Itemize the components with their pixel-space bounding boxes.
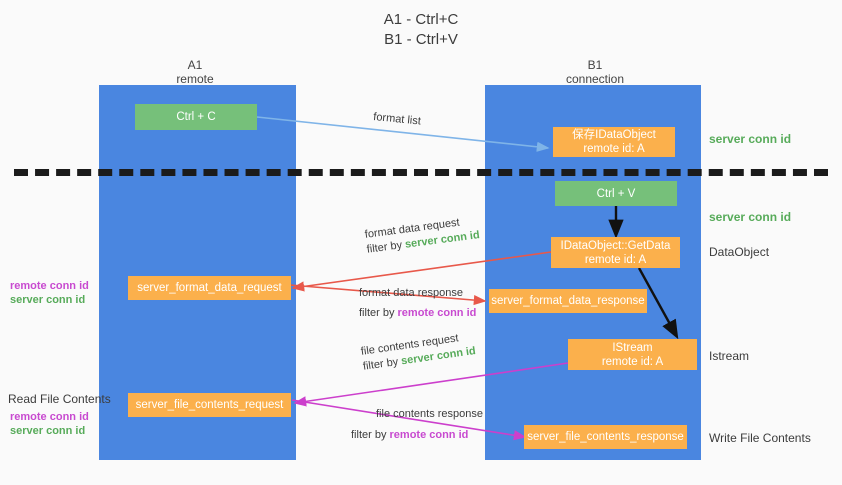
arrow-label-format-list: format list — [373, 110, 422, 130]
box-server-file-contents-response-label: server_file_contents_response — [527, 431, 684, 443]
filter-by-prefix-1: filter by — [366, 238, 406, 256]
box-getdata[interactable]: IDataObject::GetData remote id: A — [551, 237, 680, 268]
filter-key-remote-conn-id-2: remote conn id — [389, 429, 469, 441]
box-istream-line1: IStream — [612, 341, 653, 354]
lane-header-b1: B1 connection — [545, 58, 645, 86]
box-ctrl-c-label: Ctrl + C — [176, 111, 216, 123]
label-server-conn-id-top: server conn id — [709, 132, 792, 146]
lane-a1-name: A1 — [187, 58, 203, 72]
legend-conn-ids-upper: remote conn id server conn id — [10, 279, 89, 307]
arrow-label-format-data-response-line1: format data response — [359, 287, 463, 299]
arrow-label-file-contents-response: file contents response filter by remote … — [351, 407, 484, 443]
page-title: A1 - Ctrl+C B1 - Ctrl+V — [0, 10, 842, 50]
box-server-file-contents-request[interactable]: server_file_contents_request — [128, 393, 291, 417]
lane-header-a1: A1 remote — [145, 58, 245, 86]
box-ctrl-v-label: Ctrl + V — [596, 187, 636, 200]
filter-key-remote-conn-id-1: remote conn id — [397, 307, 477, 319]
box-server-format-data-response-label: server_format_data_response — [491, 295, 645, 307]
arrow-label-file-contents-response-line1: file contents response — [376, 408, 484, 420]
box-server-format-data-request-label: server_format_data_request — [137, 282, 282, 294]
label-server-conn-id-second: server conn id — [709, 210, 792, 224]
label-write-file-contents: Write File Contents — [709, 431, 811, 445]
lane-b1-name: B1 — [587, 58, 603, 72]
lane-a1-sub: remote — [176, 72, 214, 86]
lane-b1-sub: connection — [565, 72, 625, 86]
box-ctrl-c[interactable]: Ctrl + C — [135, 104, 257, 130]
box-save-idataobject[interactable]: 保存IDataObject remote id: A — [553, 127, 675, 157]
dashed-divider — [14, 169, 828, 176]
box-ctrl-v[interactable]: Ctrl + V — [555, 181, 677, 206]
legend-remote-conn-id-lower: remote conn id — [10, 411, 89, 423]
box-save-idataobject-line1: 保存IDataObject — [572, 129, 656, 141]
box-getdata-line2: remote id: A — [584, 253, 647, 266]
box-server-format-data-request[interactable]: server_format_data_request — [128, 276, 291, 300]
legend-server-conn-id-upper: server conn id — [10, 294, 86, 306]
filter-by-prefix-4: filter by — [351, 429, 390, 441]
arrow-label-format-data-response-line2: filter by remote conn id — [359, 306, 476, 321]
arrow-label-format-data-request: format data request filter by server con… — [364, 213, 481, 258]
box-getdata-line1: IDataObject::GetData — [560, 239, 671, 252]
box-istream-line2: remote id: A — [601, 355, 664, 368]
arrow-label-format-data-response: format data response filter by remote co… — [359, 286, 476, 321]
label-read-file-contents: Read File Contents — [8, 392, 111, 406]
arrow-label-file-contents-request: file contents request filter by server c… — [360, 329, 477, 375]
label-istream: Istream — [709, 349, 750, 363]
box-server-format-data-response[interactable]: server_format_data_response — [489, 289, 647, 313]
box-server-file-contents-response[interactable]: server_file_contents_response — [524, 425, 687, 449]
filter-by-prefix-3: filter by — [362, 355, 403, 373]
arrow-label-file-contents-response-line2: filter by remote conn id — [351, 428, 483, 443]
title-line-2: B1 - Ctrl+V — [384, 31, 458, 48]
filter-by-prefix-2: filter by — [359, 307, 398, 319]
legend-remote-conn-id-upper: remote conn id — [10, 280, 89, 292]
label-dataobject: DataObject — [709, 245, 770, 259]
legend-conn-ids-lower: remote conn id server conn id — [10, 410, 89, 438]
legend-server-conn-id-lower: server conn id — [10, 425, 86, 437]
box-save-idataobject-line2: remote id: A — [583, 143, 645, 155]
box-istream[interactable]: IStream remote id: A — [568, 339, 697, 370]
box-server-file-contents-request-label: server_file_contents_request — [135, 399, 284, 411]
title-line-1: A1 - Ctrl+C — [383, 11, 459, 28]
arrow-label-format-list-text: format list — [372, 110, 422, 128]
